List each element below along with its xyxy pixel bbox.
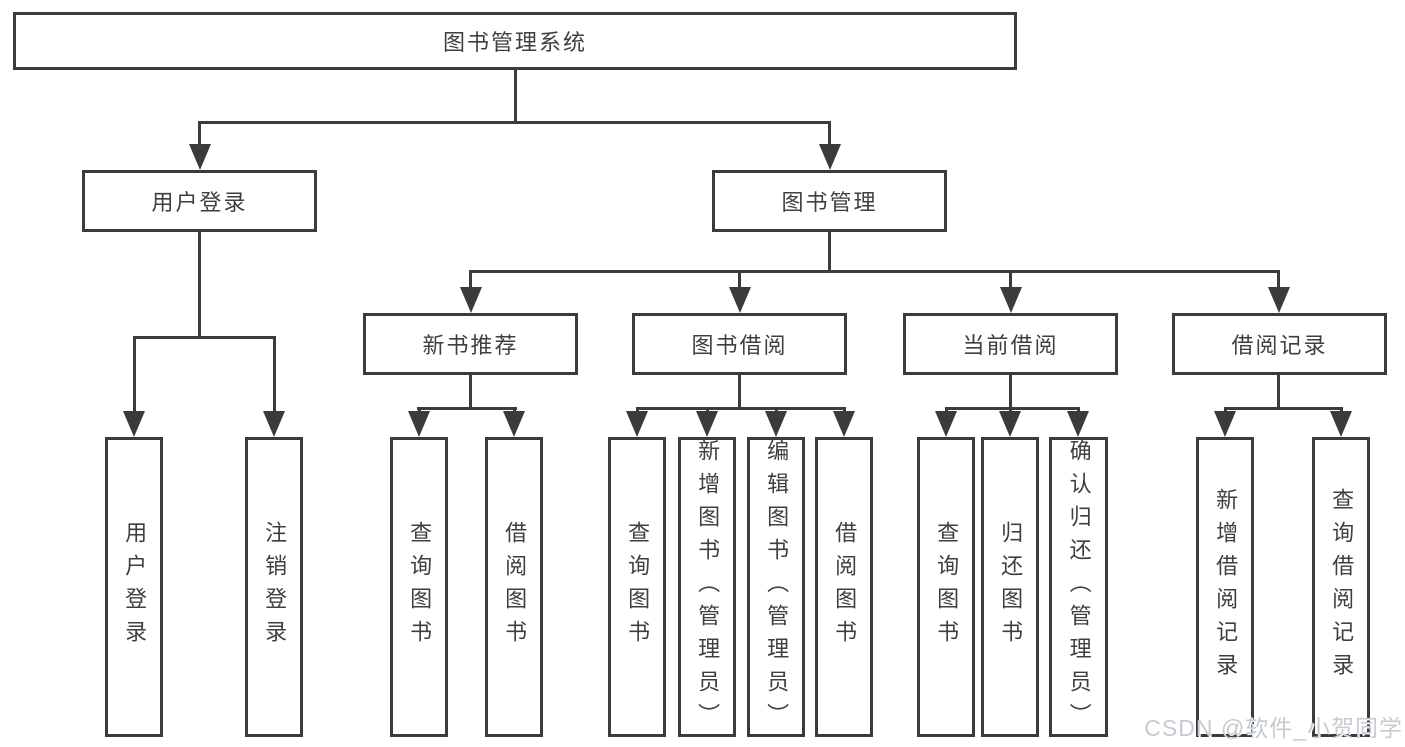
connector-line <box>417 407 517 410</box>
leaf-user-login: 用户登录 <box>105 437 163 737</box>
leaf-recommend-borrow-books: 借阅图书 <box>485 437 543 737</box>
arrow-down-icon <box>833 411 855 437</box>
connector-line <box>945 407 1080 410</box>
leaf-label: 注销登录 <box>262 521 288 653</box>
leaf-logout-login: 注销登录 <box>245 437 303 737</box>
arrow-down-icon <box>999 411 1021 437</box>
arrow-down-icon <box>1268 287 1290 313</box>
node-label: 图书管理系统 <box>442 30 587 55</box>
connector-line <box>828 121 831 149</box>
leaf-borrow-query-books: 查询图书 <box>608 437 666 737</box>
csdn-watermark: CSDN @软件_小贺同学 <box>1144 715 1403 741</box>
arrow-down-icon <box>696 411 718 437</box>
arrow-down-icon <box>263 411 285 437</box>
connector-line <box>636 407 846 410</box>
node-new-book-recommend: 新书推荐 <box>363 313 578 375</box>
leaf-label: 用户登录 <box>122 521 148 653</box>
connector-line <box>514 70 517 124</box>
arrow-down-icon <box>503 411 525 437</box>
leaf-label: 归还图书 <box>998 521 1024 653</box>
node-user-login: 用户登录 <box>82 170 317 232</box>
leaf-label: 确认归还（管理员） <box>1066 438 1092 736</box>
connector-line <box>1277 375 1280 410</box>
connector-line <box>738 375 741 410</box>
node-label: 图书管理 <box>781 190 878 215</box>
connector-line <box>1224 407 1343 410</box>
node-label: 当前借阅 <box>962 333 1059 358</box>
leaf-borrow-add-books-admin: 新增图书（管理员） <box>678 437 736 737</box>
connector-line <box>273 336 276 415</box>
leaf-current-query-books: 查询图书 <box>917 437 975 737</box>
connector-line <box>198 121 831 124</box>
node-book-borrow: 图书借阅 <box>632 313 847 375</box>
arrow-down-icon <box>460 287 482 313</box>
node-label: 借阅记录 <box>1231 333 1328 358</box>
connector-line <box>198 232 201 339</box>
connector-line <box>828 232 831 273</box>
leaf-records-add-record: 新增借阅记录 <box>1196 437 1254 737</box>
arrow-down-icon <box>626 411 648 437</box>
leaf-label: 编辑图书（管理员） <box>764 438 790 736</box>
connector-line <box>133 336 276 339</box>
arrow-down-icon <box>1214 411 1236 437</box>
connector-line <box>738 270 741 291</box>
arrow-down-icon <box>729 287 751 313</box>
node-book-management: 图书管理 <box>712 170 947 232</box>
leaf-recommend-query-books: 查询图书 <box>390 437 448 737</box>
leaf-records-query-record: 查询借阅记录 <box>1312 437 1370 737</box>
connector-line <box>1009 270 1012 291</box>
connector-line <box>1277 270 1280 291</box>
leaf-label: 新增图书（管理员） <box>695 438 721 736</box>
connector-line <box>198 121 201 149</box>
node-label: 用户登录 <box>151 190 248 215</box>
leaf-borrow-borrow-books: 借阅图书 <box>815 437 873 737</box>
connector-line <box>469 270 1280 273</box>
arrow-down-icon <box>819 144 841 170</box>
node-label: 图书借阅 <box>691 333 788 358</box>
leaf-current-return-books: 归还图书 <box>981 437 1039 737</box>
connector-line <box>469 375 472 410</box>
arrow-down-icon <box>1000 287 1022 313</box>
connector-line <box>1009 375 1012 410</box>
leaf-label: 查询图书 <box>625 521 651 653</box>
leaf-current-confirm-return-admin: 确认归还（管理员） <box>1049 437 1108 737</box>
leaf-label: 借阅图书 <box>502 521 528 653</box>
connector-line <box>469 270 472 291</box>
arrow-down-icon <box>765 411 787 437</box>
node-label: 新书推荐 <box>422 333 519 358</box>
arrow-down-icon <box>1067 411 1089 437</box>
arrow-down-icon <box>189 144 211 170</box>
arrow-down-icon <box>408 411 430 437</box>
node-current-borrow: 当前借阅 <box>903 313 1118 375</box>
leaf-label: 查询图书 <box>407 521 433 653</box>
connector-line <box>133 336 136 415</box>
arrow-down-icon <box>1330 411 1352 437</box>
leaf-label: 查询图书 <box>934 521 960 653</box>
leaf-label: 查询借阅记录 <box>1329 488 1355 686</box>
leaf-borrow-edit-books-admin: 编辑图书（管理员） <box>747 437 805 737</box>
leaf-label: 借阅图书 <box>832 521 858 653</box>
leaf-label: 新增借阅记录 <box>1213 488 1239 686</box>
arrow-down-icon <box>935 411 957 437</box>
node-borrow-records: 借阅记录 <box>1172 313 1387 375</box>
arrow-down-icon <box>123 411 145 437</box>
node-library-system: 图书管理系统 <box>13 12 1017 70</box>
